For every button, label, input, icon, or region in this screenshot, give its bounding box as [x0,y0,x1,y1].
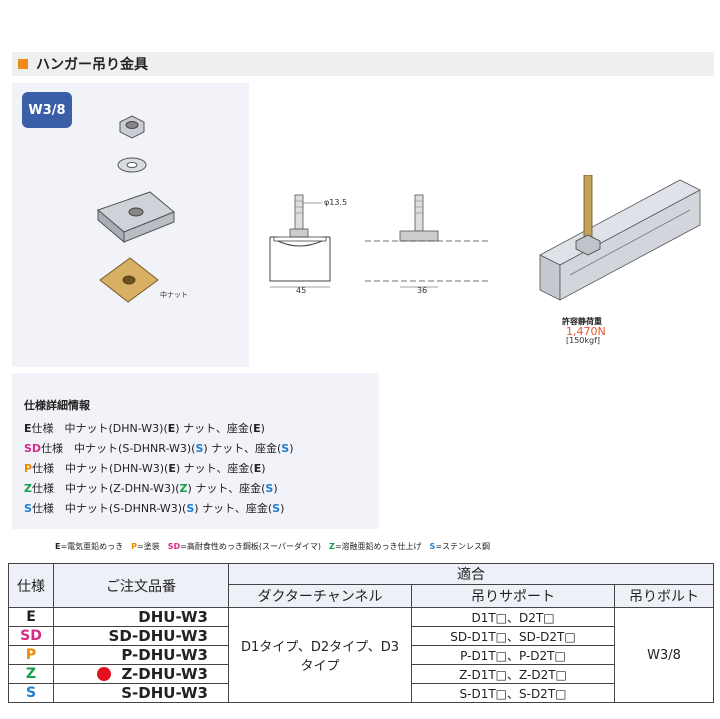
size-badge: W3/8 [22,92,72,128]
header-spec: 仕様 [8,563,54,608]
spec-washer-finish: E [253,462,262,475]
spec-row: P仕様 中ナット(DHN-W3)(E) ナット、座金(E) [24,460,266,476]
spec-nut-finish: E [168,462,176,475]
load-kgf: [150kgf] [566,336,601,345]
spec-row: Z仕様 中ナット(Z-DHN-W3)(Z) ナット、座金(S) [24,480,278,496]
spec-text: 仕様 中ナット(DHN-W3)( [31,422,168,435]
finish-legend: E=電気亜鉛めっき P=塗装 SD=高耐食性めっき鋼板(スーパーダイマ) Z=溶… [55,541,490,552]
spec-code: Z [24,482,32,495]
spec-text: 仕様 中ナット(S-DHNR-W3)( [41,442,196,455]
spec-text: 仕様 中ナット(Z-DHN-W3)( [31,482,180,495]
spec-text: ) ナット、座金( [194,502,273,515]
spec-text: ) ナット、座金( [203,442,282,455]
dimension-label: 36 [417,286,428,295]
header-order-number: ご注文品番 [53,563,229,608]
spec-nut-finish: S [186,502,195,515]
legend-text: =高耐食性めっき鋼板(スーパーダイマ) [180,542,330,551]
order-code-cell: SD-DHU-W3 [53,626,229,646]
support-cell: S-D1T□、S-D2T□ [411,683,615,703]
spec-text: ) [260,422,265,435]
support-cell: P-D1T□、P-D2T□ [411,645,615,665]
header-bolt: 吊りボルト [614,584,714,608]
legend-text: =ステンレス鋼 [435,542,491,551]
orange-square-icon [18,59,28,69]
support-cell: D1T□、D2T□ [411,607,615,627]
order-code: SD-DHU-W3 [108,627,208,645]
order-code: P-DHU-W3 [121,646,208,664]
header-fit: 適合 [228,563,714,585]
section-header: ハンガー吊り金具 [12,52,714,76]
spec-row: SD仕様 中ナット(S-DHNR-W3)(S) ナット、座金(S) [24,440,294,456]
load-label: 許容静荷重 [562,317,602,326]
spec-text: ) [289,442,294,455]
installation-illustration [539,175,701,301]
legend-text: =塗装 [137,542,168,551]
spec-text: ) [280,502,285,515]
order-code-cell: DHU-W3 [53,607,229,627]
spec-code: P [24,462,33,475]
red-dot-icon [97,667,112,681]
section-title: ハンガー吊り金具 [36,57,148,73]
order-code: Z-DHU-W3 [121,665,208,683]
table-row: SD SD-DHU-W3 SD-D1T□、SD-D2T□ [8,626,714,646]
legend-code: S [429,542,436,551]
order-code: S-DHU-W3 [121,684,208,702]
diameter-label: φ13.5 [324,198,348,207]
table-row: S S-DHU-W3 S-D1T□、S-D2T□ [8,683,714,703]
spec-code: S [24,502,32,515]
order-code-cell: P-DHU-W3 [53,645,229,665]
spec-text: ) ナット、座金( [175,462,254,475]
support-cell: SD-D1T□、SD-D2T□ [411,626,615,646]
load-value: 1,470N [566,325,606,338]
technical-drawing [269,194,490,288]
support-cell: Z-D1T□、Z-D2T□ [411,664,615,684]
order-table: 仕様 ご注文品番 適合 ダクターチャンネル 吊りサポート 吊りボルト E DHU-… [8,563,714,703]
spec-cell: Z [8,664,54,684]
spec-code: E [24,422,32,435]
spec-nut-finish: E [167,422,176,435]
header-support: 吊りサポート [411,584,615,608]
legend-code: E [55,542,61,551]
legend-code: SD [167,542,181,551]
spec-washer-finish: E [253,422,261,435]
legend-code: P [131,542,138,551]
spec-row: S仕様 中ナット(S-DHNR-W3)(S) ナット、座金(S) [24,500,284,516]
spec-nut-finish: Z [179,482,188,495]
spec-text: ) [273,482,278,495]
spec-text: ) [261,462,266,475]
spec-cell: P [8,645,54,665]
spec-cell: E [8,607,54,627]
bolt-cell: W3/8 [614,607,714,703]
duct-channel-cell: D1タイプ、D2タイプ、D3タイプ [228,607,412,703]
legend-code: Z [329,542,335,551]
order-code-cell: Z-DHU-W3 [53,664,229,684]
spec-text: 仕様 中ナット(DHN-W3)( [32,462,169,475]
spec-row: E仕様 中ナット(DHN-W3)(E) ナット、座金(E) [24,420,265,436]
spec-text: ) ナット、座金( [175,422,254,435]
spec-text: 仕様 中ナット(S-DHNR-W3)( [31,502,187,515]
spec-details-panel [12,373,379,529]
product-illustration [97,115,175,303]
dimension-label: 45 [296,286,307,295]
spec-cell: SD [8,626,54,646]
spec-cell: S [8,683,54,703]
spec-washer-finish: S [265,482,274,495]
spec-washer-finish: S [272,502,281,515]
table-row: P P-DHU-W3 P-D1T□、P-D2T□ [8,645,714,665]
order-code-cell: S-DHU-W3 [53,683,229,703]
spec-title: 仕様詳細情報 [24,399,90,412]
spec-code: SD [24,442,42,455]
legend-text: =溶融亜鉛めっき仕上げ [334,542,430,551]
spec-text: ) ナット、座金( [187,482,266,495]
spec-nut-finish: S [195,442,204,455]
order-code: DHU-W3 [138,608,208,626]
header-duct-channel: ダクターチャンネル [228,584,412,608]
spec-washer-finish: S [281,442,290,455]
legend-text: =電気亜鉛めっき [60,542,132,551]
part-label: 中ナット [160,291,188,299]
